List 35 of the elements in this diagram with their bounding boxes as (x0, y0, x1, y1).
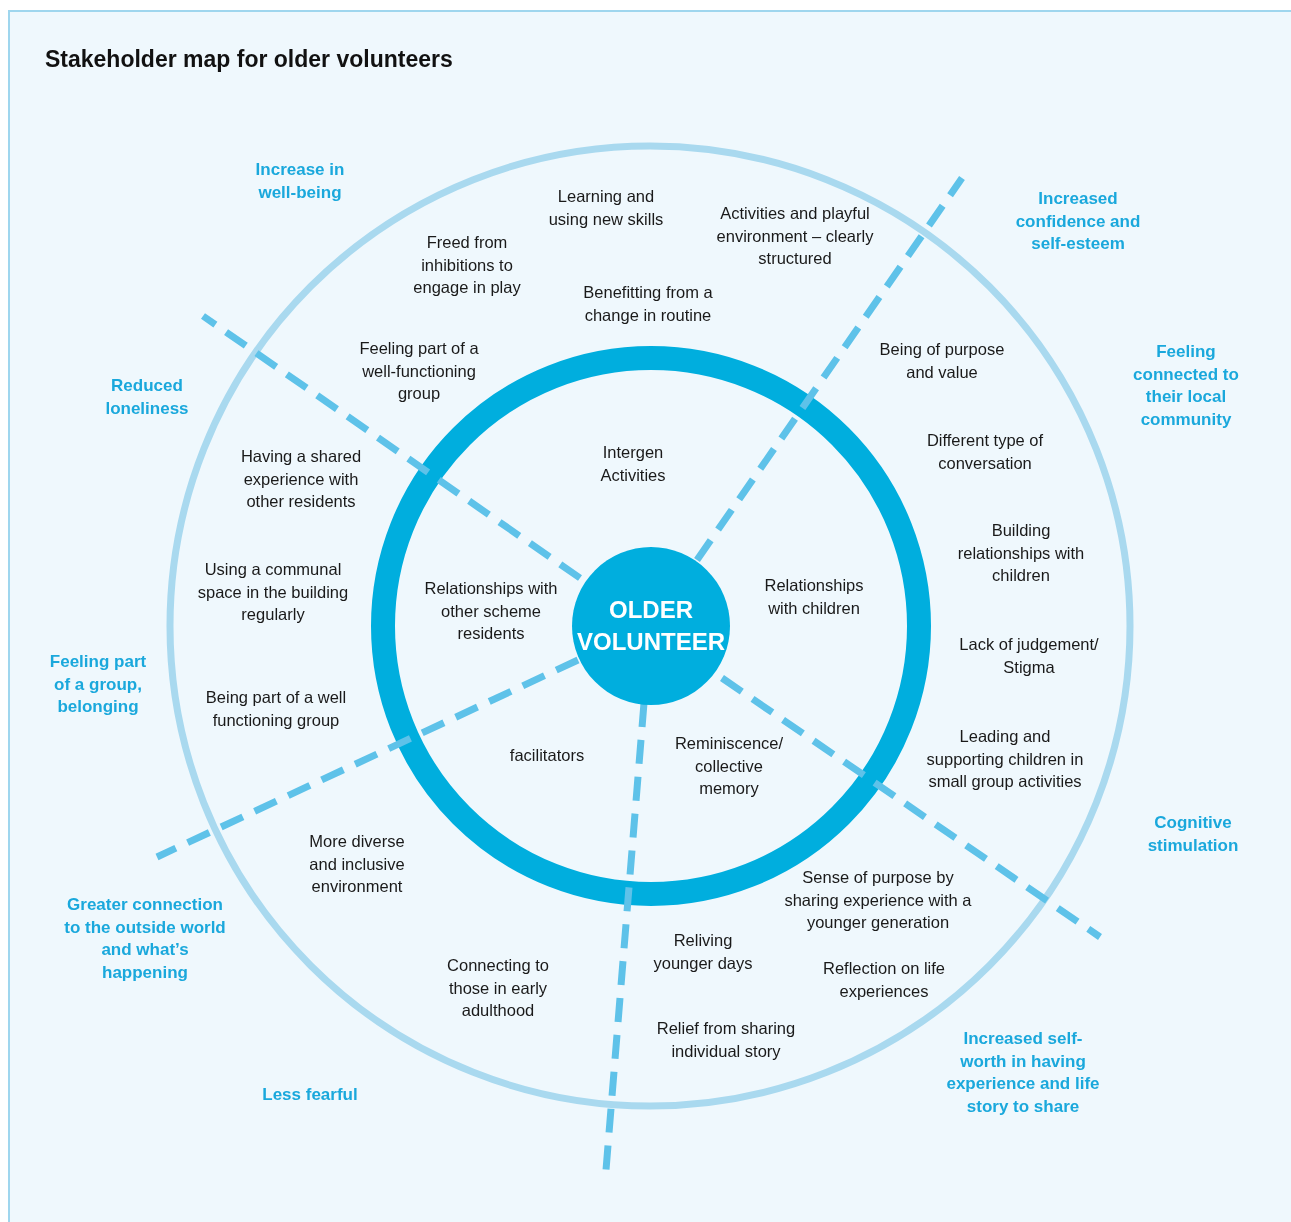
center-label: OLDER VOLUNTEER (576, 595, 726, 657)
factor-label: facilitators (508, 744, 586, 766)
outcome-label: Increase in well-being (254, 158, 346, 203)
outcome-label: Feeling part of a group, belonging (48, 651, 148, 719)
factor-label: Leading and supporting children in small group activities (925, 726, 1085, 793)
outcome-label: Reduced loneliness (104, 374, 190, 419)
factor-label: Reflection on life experiences (822, 957, 946, 1002)
factor-label: Relief from sharing individual story (655, 1017, 797, 1062)
factor-label: Freed from inhibitions to engage in play (412, 232, 522, 299)
factor-label: Benefitting from a change in routine (582, 281, 714, 326)
factor-label: Reliving younger days (652, 929, 754, 974)
factor-label: Being of purpose and value (878, 338, 1006, 382)
factor-label: Feeling part of a well-functioning group (358, 338, 480, 405)
factor-label: Relationships with other scheme residents (423, 578, 559, 645)
factor-label: Relationships with children (763, 574, 865, 618)
factor-label: Being part of a well functioning group (204, 686, 348, 731)
factor-label: Having a shared experience with other residents (239, 446, 363, 513)
outcome-label: Cognitive stimulation (1146, 811, 1240, 856)
factor-label: Using a communal space in the building regularly (196, 559, 350, 626)
outcome-label: Feeling connected to their local community (1132, 341, 1240, 431)
factor-label: More diverse and inclusive environment (308, 831, 406, 898)
factor-label: Sense of purpose by sharing experience with a younger generation (783, 867, 973, 934)
factor-label: Reminiscence/ collective memory (673, 733, 785, 800)
outcome-label: Increased confidence and self-esteem (1014, 188, 1142, 256)
outcome-label: Increased self-worth in having experience and life story to share (945, 1028, 1101, 1118)
factor-label: Connecting to those in early adulthood (446, 955, 550, 1022)
outcome-label: Less fearful (261, 1083, 359, 1106)
factor-label: Activities and playful environment – clearly structured (715, 203, 875, 270)
title: Stakeholder map for older volunteers (45, 45, 453, 74)
factor-label: Intergen Activities (599, 441, 667, 485)
factor-label: Learning and using new skills (547, 185, 665, 230)
factor-label: Building relationships with children (956, 520, 1086, 587)
factor-label: Lack of judgement/ Stigma (958, 633, 1100, 678)
factor-label: Different type of conversation (925, 429, 1045, 473)
outcome-label: Greater connection to the outside world and what’s happening (63, 894, 227, 984)
